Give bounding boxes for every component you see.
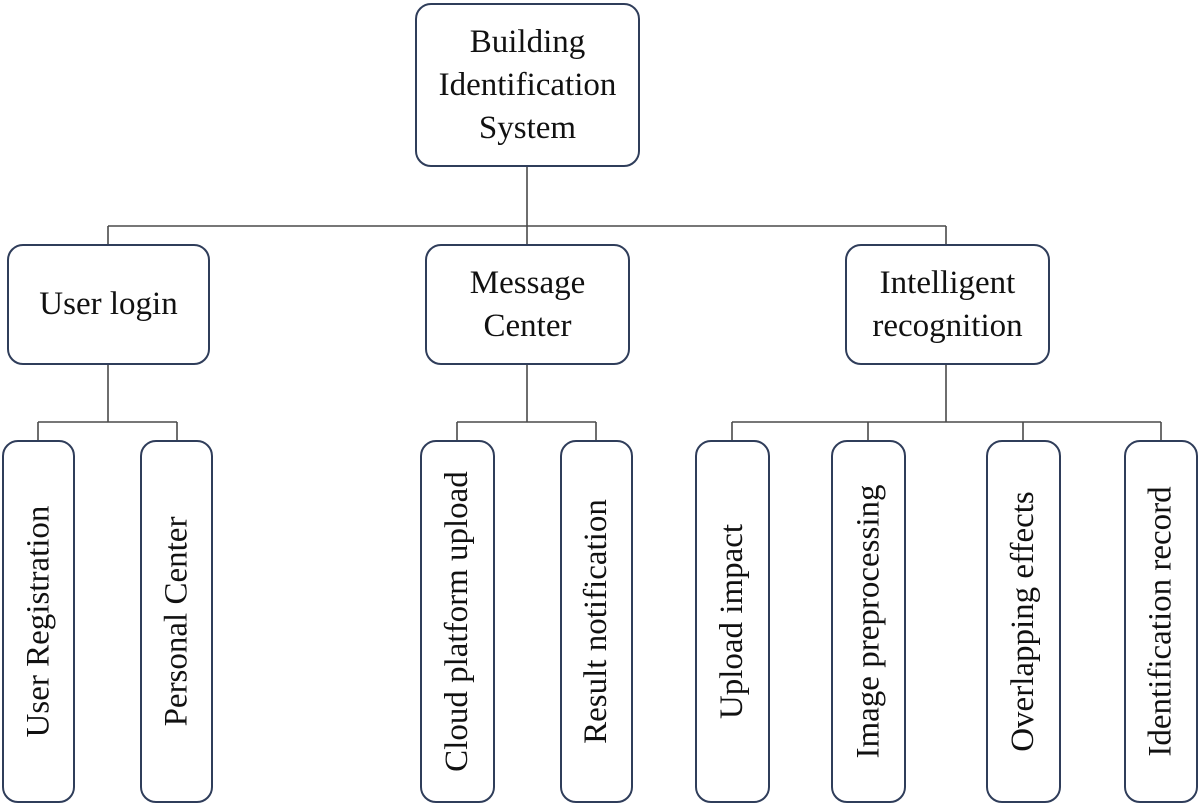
leaf-node-label: Upload impact — [714, 523, 751, 720]
branch-node-intelligent-recognition: Intelligent recognition — [845, 244, 1050, 365]
leaf-node-label: Image preprocessing — [850, 484, 887, 759]
leaf-node-overlapping-effects: Overlapping effects — [986, 440, 1061, 803]
leaf-node-result-notification: Result notification — [560, 440, 633, 803]
leaf-node-image-preprocessing: Image preprocessing — [831, 440, 906, 803]
branch-node-label: User login — [39, 286, 178, 322]
root-node-building-identification-system: Building Identification System — [415, 3, 640, 167]
leaf-node-label: Cloud platform upload — [439, 471, 476, 772]
leaf-node-cloud-platform-upload: Cloud platform upload — [420, 440, 495, 803]
leaf-node-label: User Registration — [20, 505, 56, 738]
leaf-node-personal-center: Personal Center — [140, 440, 213, 803]
leaf-node-upload-impact: Upload impact — [695, 440, 770, 803]
leaf-node-label: Result notification — [578, 499, 614, 744]
leaf-node-identification-record: Identification record — [1124, 440, 1198, 803]
branch-node-label: Intelligent recognition — [872, 264, 1023, 344]
branch-node-label: Message Center — [469, 264, 586, 344]
leaf-node-user-registration: User Registration — [2, 440, 75, 803]
branch-node-message-center: Message Center — [425, 244, 630, 365]
root-node-label: Building Identification System — [438, 23, 617, 146]
leaf-node-label: Personal Center — [158, 516, 195, 727]
branch-node-user-login: User login — [7, 244, 210, 365]
leaf-node-label: Overlapping effects — [1005, 491, 1042, 752]
leaf-node-label: Identification record — [1142, 486, 1179, 757]
